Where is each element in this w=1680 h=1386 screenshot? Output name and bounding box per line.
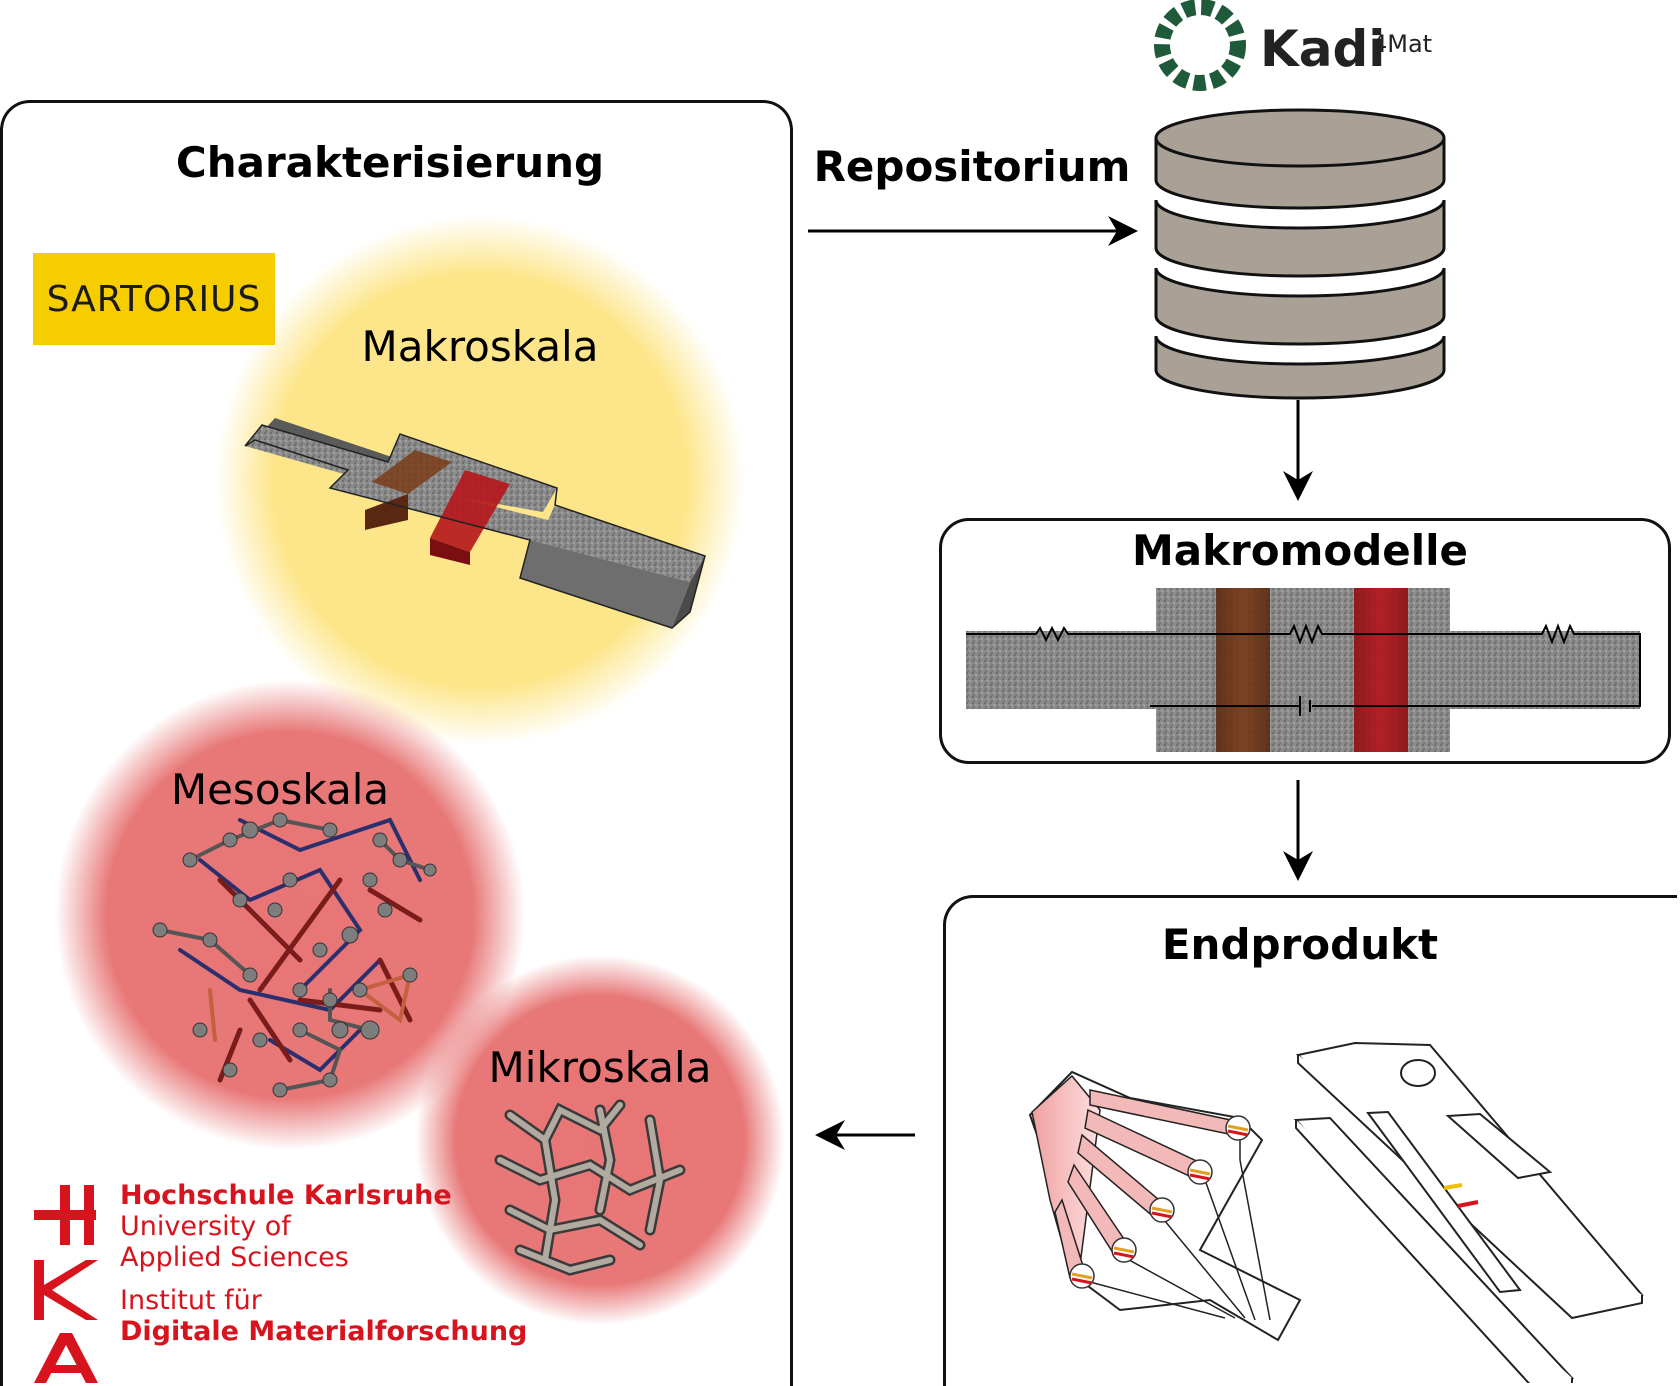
hka-line-1: Hochschule Karlsruhe — [120, 1180, 452, 1211]
hka-line-5: Digitale Materialforschung — [120, 1316, 528, 1347]
sartorius-logo: SARTORIUS — [33, 253, 275, 345]
macromodel-specimen — [966, 588, 1641, 752]
kadi-logo-sup: 4Mat — [1372, 30, 1433, 58]
macromodels-title: Makromodelle — [1131, 526, 1469, 575]
database-icon — [1154, 108, 1446, 400]
hka-line-3: Applied Sciences — [120, 1242, 349, 1273]
microscale-label: Mikroskala — [488, 1043, 712, 1092]
mesoscale-label: Mesoskala — [170, 765, 390, 814]
sartorius-logo-text: SARTORIUS — [46, 278, 262, 320]
repository-label: Repositorium — [813, 142, 1131, 191]
characterization-panel — [0, 100, 793, 1386]
mesoscale-network — [152, 812, 437, 1098]
kadi-logo-icon — [1154, 0, 1246, 91]
mesoscale-glow — [55, 680, 525, 1150]
characterization-title: Charakterisierung — [175, 138, 605, 187]
macromodels-panel — [939, 518, 1671, 764]
microscale-network — [494, 1099, 686, 1276]
test-strip-device — [1293, 1041, 1644, 1383]
hka-line-4: Institut für — [120, 1285, 262, 1316]
kadi-logo-text: Kadi — [1260, 20, 1386, 78]
endproduct-panel — [943, 895, 1677, 1386]
microfluidic-device — [1028, 1070, 1302, 1342]
macroscale-label: Makroskala — [361, 322, 599, 371]
endproduct-title: Endprodukt — [1161, 920, 1439, 969]
hka-logo-icon — [34, 1185, 98, 1383]
microscale-glow — [415, 955, 785, 1325]
hka-line-2: University of — [120, 1211, 291, 1242]
macroscale-specimen — [244, 418, 706, 629]
hka-institution-text: Hochschule Karlsruhe University of Appli… — [120, 1180, 527, 1347]
